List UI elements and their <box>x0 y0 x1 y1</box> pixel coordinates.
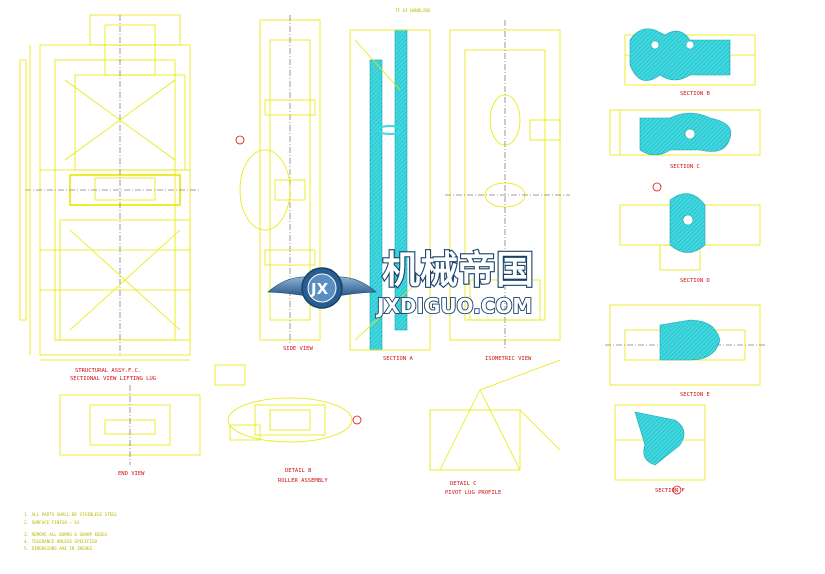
section-e-view <box>605 304 765 386</box>
section-e-title: SECTION E <box>680 392 710 398</box>
main-view-subtitle: SECTIONAL VIEW LIFTING LUG <box>70 376 156 382</box>
watermark-badge: JX <box>310 280 329 298</box>
detail-b-view <box>214 364 353 443</box>
main-view-title: STRUCTURAL ASSY.F.C. <box>75 368 141 374</box>
note-1: 1. ALL PARTS SHALL BE STAINLESS STEEL <box>24 512 118 517</box>
detail-c-title: DETAIL C <box>450 481 477 487</box>
section-marker-a <box>235 135 245 145</box>
note-3: 3. REMOVE ALL BURRS & SHARP EDGES <box>24 532 108 537</box>
top-label: TF AI HANDLING <box>395 8 431 13</box>
watermark-cn: 机械帝国 <box>382 248 534 292</box>
detail-c-subtitle: PIVOT LUG PROFILE <box>445 490 501 496</box>
section-b-view <box>624 28 756 86</box>
detail-b-title: DETAIL B <box>285 468 312 474</box>
section-marker-f <box>672 485 682 495</box>
watermark-logo: JX <box>267 267 377 309</box>
section-f-view <box>614 404 706 481</box>
side-view-title: SIDE VIEW <box>283 346 313 352</box>
note-4: 4. TOLERANCE UNLESS SPECIFIED <box>24 539 98 544</box>
detail-marker-b <box>352 415 362 425</box>
watermark-en: JXDIGUO.COM <box>375 294 532 318</box>
section-c-title: SECTION C <box>670 164 700 170</box>
isometric-view <box>445 20 570 350</box>
main-view <box>19 14 200 361</box>
isometric-view-title: ISOMETRIC VIEW <box>485 356 532 362</box>
section-d-title: SECTION D <box>680 278 710 284</box>
section-b-title: SECTION B <box>680 91 710 97</box>
section-a-title: SECTION A <box>383 356 413 362</box>
section-c-view <box>609 109 761 156</box>
section-f-title: SECTION F <box>655 488 685 494</box>
section-marker-d <box>652 182 662 192</box>
note-2: 2. SURFACE FINISH ✓ 63 <box>24 520 80 525</box>
section-d-view <box>619 193 761 271</box>
detail-b-subtitle: ROLLER ASSEMBLY <box>278 478 328 484</box>
general-notes: 1. ALL PARTS SHALL BE STAINLESS STEEL 2.… <box>24 512 118 551</box>
note-5: 5. DIMENSIONS ARE IN INCHES <box>24 546 93 551</box>
detail-c-view <box>429 359 561 471</box>
end-view-title: END VIEW <box>118 471 145 477</box>
section-a-view <box>349 29 431 351</box>
end-view <box>59 385 201 465</box>
